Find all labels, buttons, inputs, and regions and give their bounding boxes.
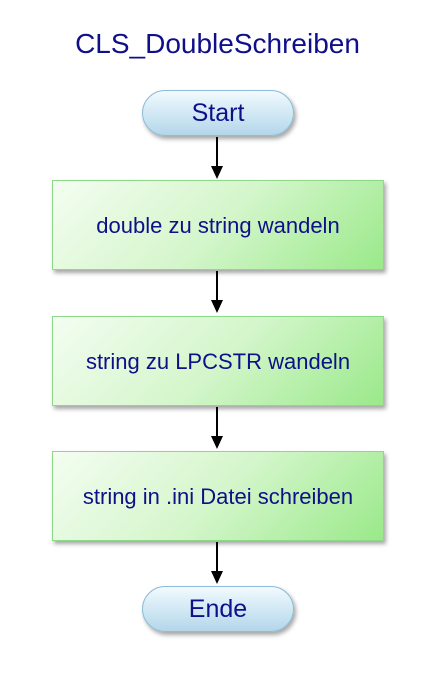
arrow-step1-to-step2	[216, 271, 218, 301]
arrow-step2-to-step3	[216, 407, 218, 437]
process-step-write-ini-label: string in .ini Datei schreiben	[82, 483, 354, 509]
end-node-label: Ende	[188, 594, 248, 623]
diagram-title: CLS_DoubleSchreiben	[75, 28, 360, 59]
arrowhead-start-to-step1	[211, 166, 223, 179]
process-step-string-to-lpcstr: string zu LPCSTR wandeln	[52, 316, 384, 406]
arrowhead-step1-to-step2	[211, 300, 223, 313]
arrowhead-step3-to-end	[211, 571, 223, 584]
arrow-step3-to-end	[216, 542, 218, 572]
arrowhead-step2-to-step3	[211, 436, 223, 449]
arrow-start-to-step1	[216, 137, 218, 167]
start-node: Start	[142, 90, 294, 136]
end-node: Ende	[142, 586, 294, 632]
process-step-string-to-lpcstr-label: string zu LPCSTR wandeln	[85, 348, 351, 374]
process-step-double-to-string-label: double zu string wandeln	[96, 212, 340, 238]
start-node-label: Start	[191, 98, 245, 127]
process-step-double-to-string: double zu string wandeln	[52, 180, 384, 270]
process-step-write-ini: string in .ini Datei schreiben	[52, 451, 384, 541]
